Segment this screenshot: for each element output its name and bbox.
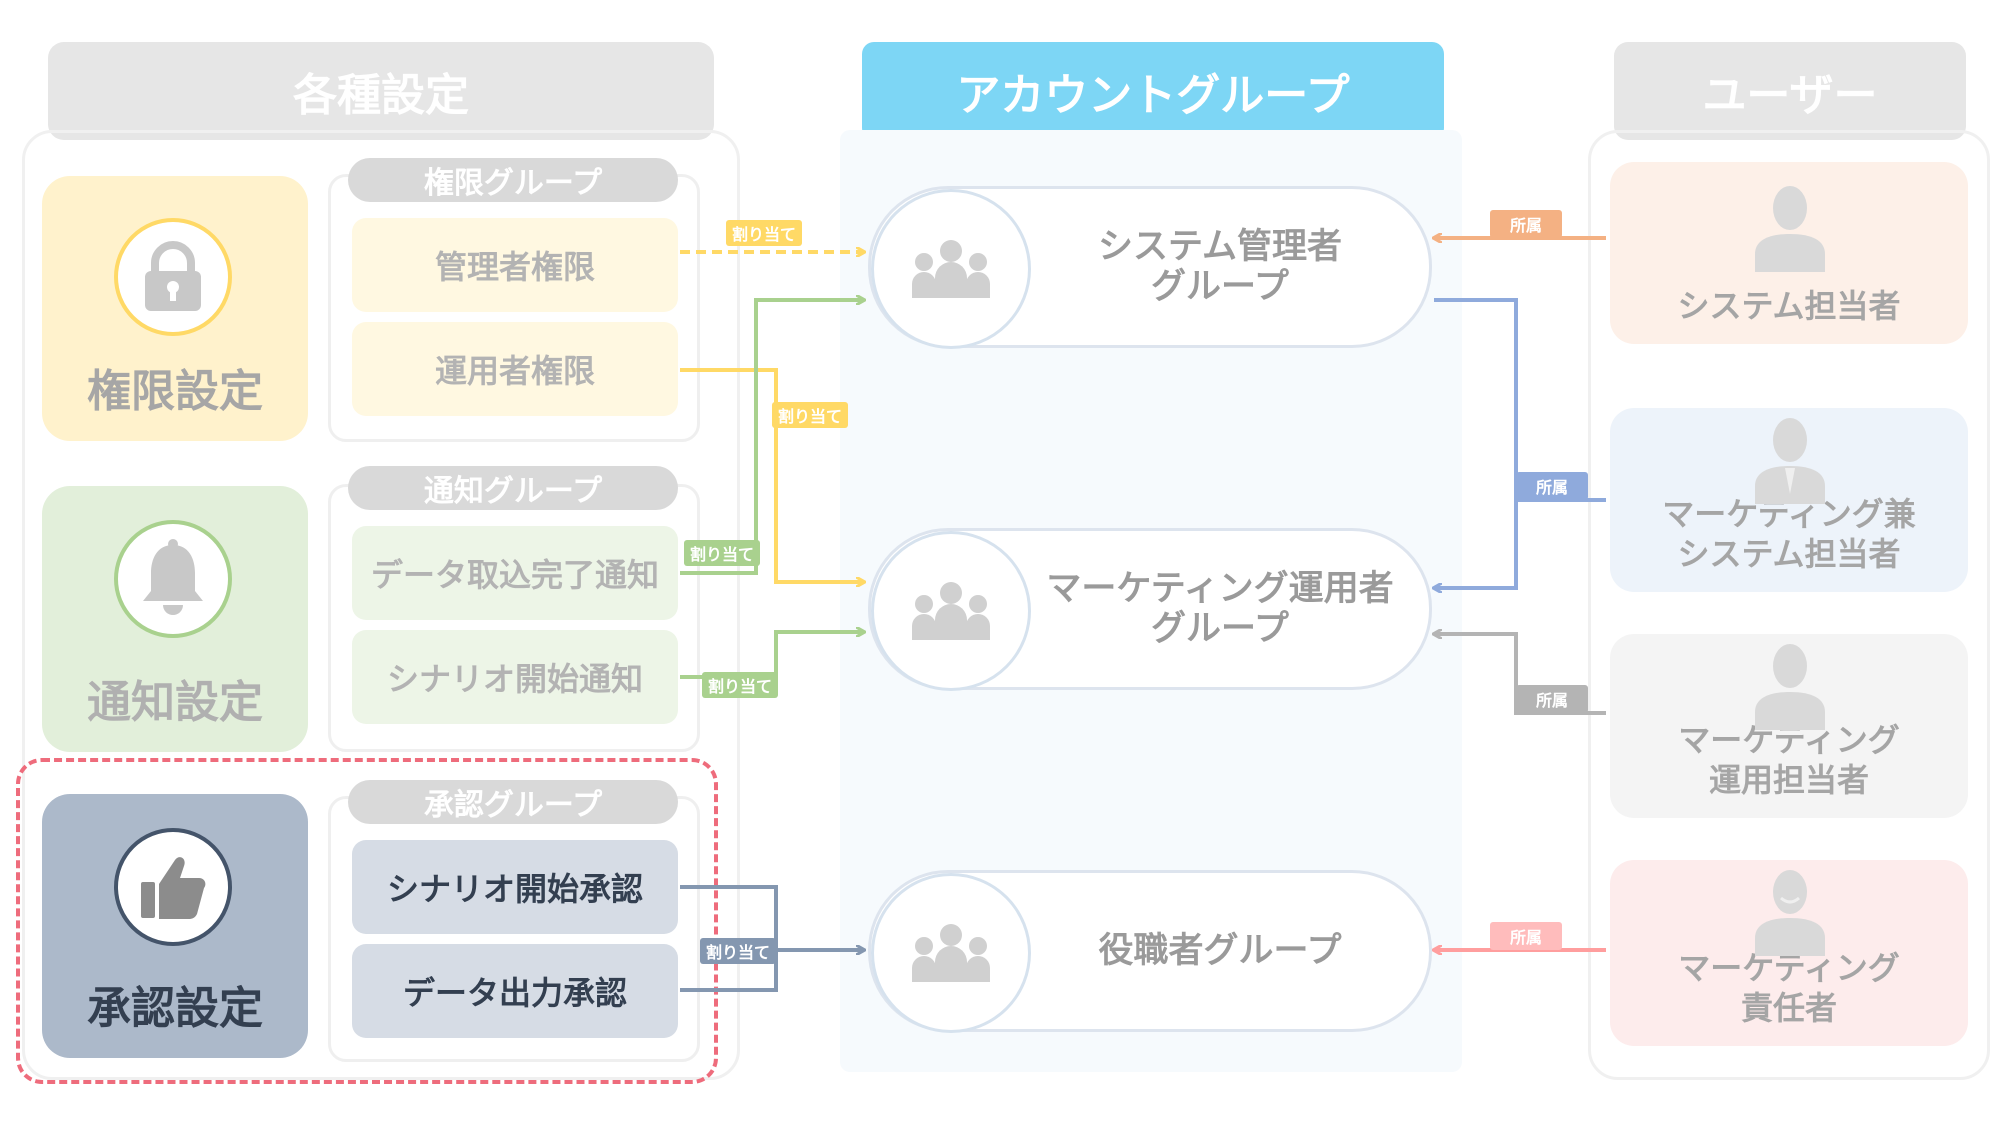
users-panel bbox=[1588, 130, 1990, 1080]
approval-icon-circle bbox=[114, 828, 232, 946]
user-system-staff-label: システム担当者 bbox=[1677, 287, 1901, 325]
executive-group-label: 役職者グループ bbox=[1098, 930, 1342, 971]
thumbs-up-icon bbox=[141, 857, 206, 919]
approval-category-label: 承認設定 bbox=[87, 983, 263, 1034]
person-icon bbox=[1755, 870, 1825, 956]
bell-icon bbox=[143, 539, 203, 615]
notification-icon-circle bbox=[114, 520, 232, 638]
user-marketing-system-staff[interactable]: マーケティング兼 システム担当者 bbox=[1610, 408, 1968, 592]
scenario-start-approval-item[interactable]: シナリオ開始承認 bbox=[352, 840, 678, 934]
person-icon bbox=[1755, 186, 1825, 272]
person-icon bbox=[1755, 418, 1825, 504]
belong-tag: 所属 bbox=[1516, 685, 1588, 713]
user-marketing-operator[interactable]: マーケティング 運用担当者 bbox=[1610, 634, 1968, 818]
group-icon-circle bbox=[871, 873, 1031, 1033]
data-import-notification-item[interactable]: データ取込完了通知 bbox=[352, 526, 678, 620]
connector-approval-to-executive bbox=[680, 885, 864, 992]
assign-tag: 割り当て bbox=[702, 672, 778, 698]
approval-group-title: 承認グループ bbox=[348, 780, 678, 824]
connector-operator-to-marketing bbox=[680, 368, 864, 582]
marketing-operator-group-label: マーケティング運用者 グループ bbox=[1046, 568, 1394, 649]
system-admin-group[interactable]: システム管理者 グループ bbox=[868, 186, 1432, 349]
permission-category: 権限設定 bbox=[42, 176, 308, 441]
operator-permission-item[interactable]: 運用者権限 bbox=[352, 322, 678, 416]
executive-group[interactable]: 役職者グループ bbox=[868, 870, 1432, 1033]
assign-tag: 割り当て bbox=[684, 540, 760, 566]
settings-panel bbox=[22, 130, 740, 1080]
permission-group-title: 権限グループ bbox=[348, 158, 678, 202]
permission-category-label: 権限設定 bbox=[87, 366, 263, 417]
notification-group-title: 通知グループ bbox=[348, 466, 678, 510]
settings-header: 各種設定 bbox=[48, 42, 714, 140]
group-people-icon bbox=[912, 582, 990, 640]
group-icon-circle bbox=[871, 531, 1031, 691]
belong-tag: 所属 bbox=[1490, 922, 1562, 950]
lock-icon bbox=[145, 241, 201, 311]
data-output-approval-item[interactable]: データ出力承認 bbox=[352, 944, 678, 1038]
approval-highlight-frame bbox=[16, 758, 718, 1084]
notification-category: 通知設定 bbox=[42, 486, 308, 752]
connector-import-to-system bbox=[680, 300, 864, 575]
scenario-start-notification-item[interactable]: シナリオ開始通知 bbox=[352, 630, 678, 724]
group-icon-circle bbox=[871, 189, 1031, 349]
permission-icon-circle bbox=[114, 218, 232, 336]
marketing-operator-group[interactable]: マーケティング運用者 グループ bbox=[868, 528, 1432, 691]
person-icon bbox=[1755, 644, 1825, 730]
group-people-icon bbox=[912, 240, 990, 298]
admin-permission-item[interactable]: 管理者権限 bbox=[352, 218, 678, 312]
approval-category: 承認設定 bbox=[42, 794, 308, 1058]
assign-tag: 割り当て bbox=[726, 220, 802, 246]
belong-tag: 所属 bbox=[1490, 210, 1562, 238]
assign-tag: 割り当て bbox=[700, 938, 776, 964]
account-group-header: アカウントグループ bbox=[862, 42, 1444, 140]
user-marketing-manager[interactable]: マーケティング 責任者 bbox=[1610, 860, 1968, 1046]
group-people-icon bbox=[912, 924, 990, 982]
notification-category-label: 通知設定 bbox=[87, 677, 263, 728]
connector-operator-staff bbox=[1434, 634, 1606, 715]
user-marketing-manager-label: マーケティング 責任者 bbox=[1678, 949, 1900, 1027]
user-system-staff[interactable]: システム担当者 bbox=[1610, 162, 1968, 344]
system-admin-group-label: システム管理者 グループ bbox=[1098, 226, 1342, 307]
connector-scenario-notify-to-marketing bbox=[680, 632, 864, 679]
connector-hybrid-staff bbox=[1434, 298, 1606, 588]
belong-tag: 所属 bbox=[1516, 472, 1588, 500]
assign-tag: 割り当て bbox=[772, 402, 848, 428]
users-header: ユーザー bbox=[1614, 42, 1966, 140]
